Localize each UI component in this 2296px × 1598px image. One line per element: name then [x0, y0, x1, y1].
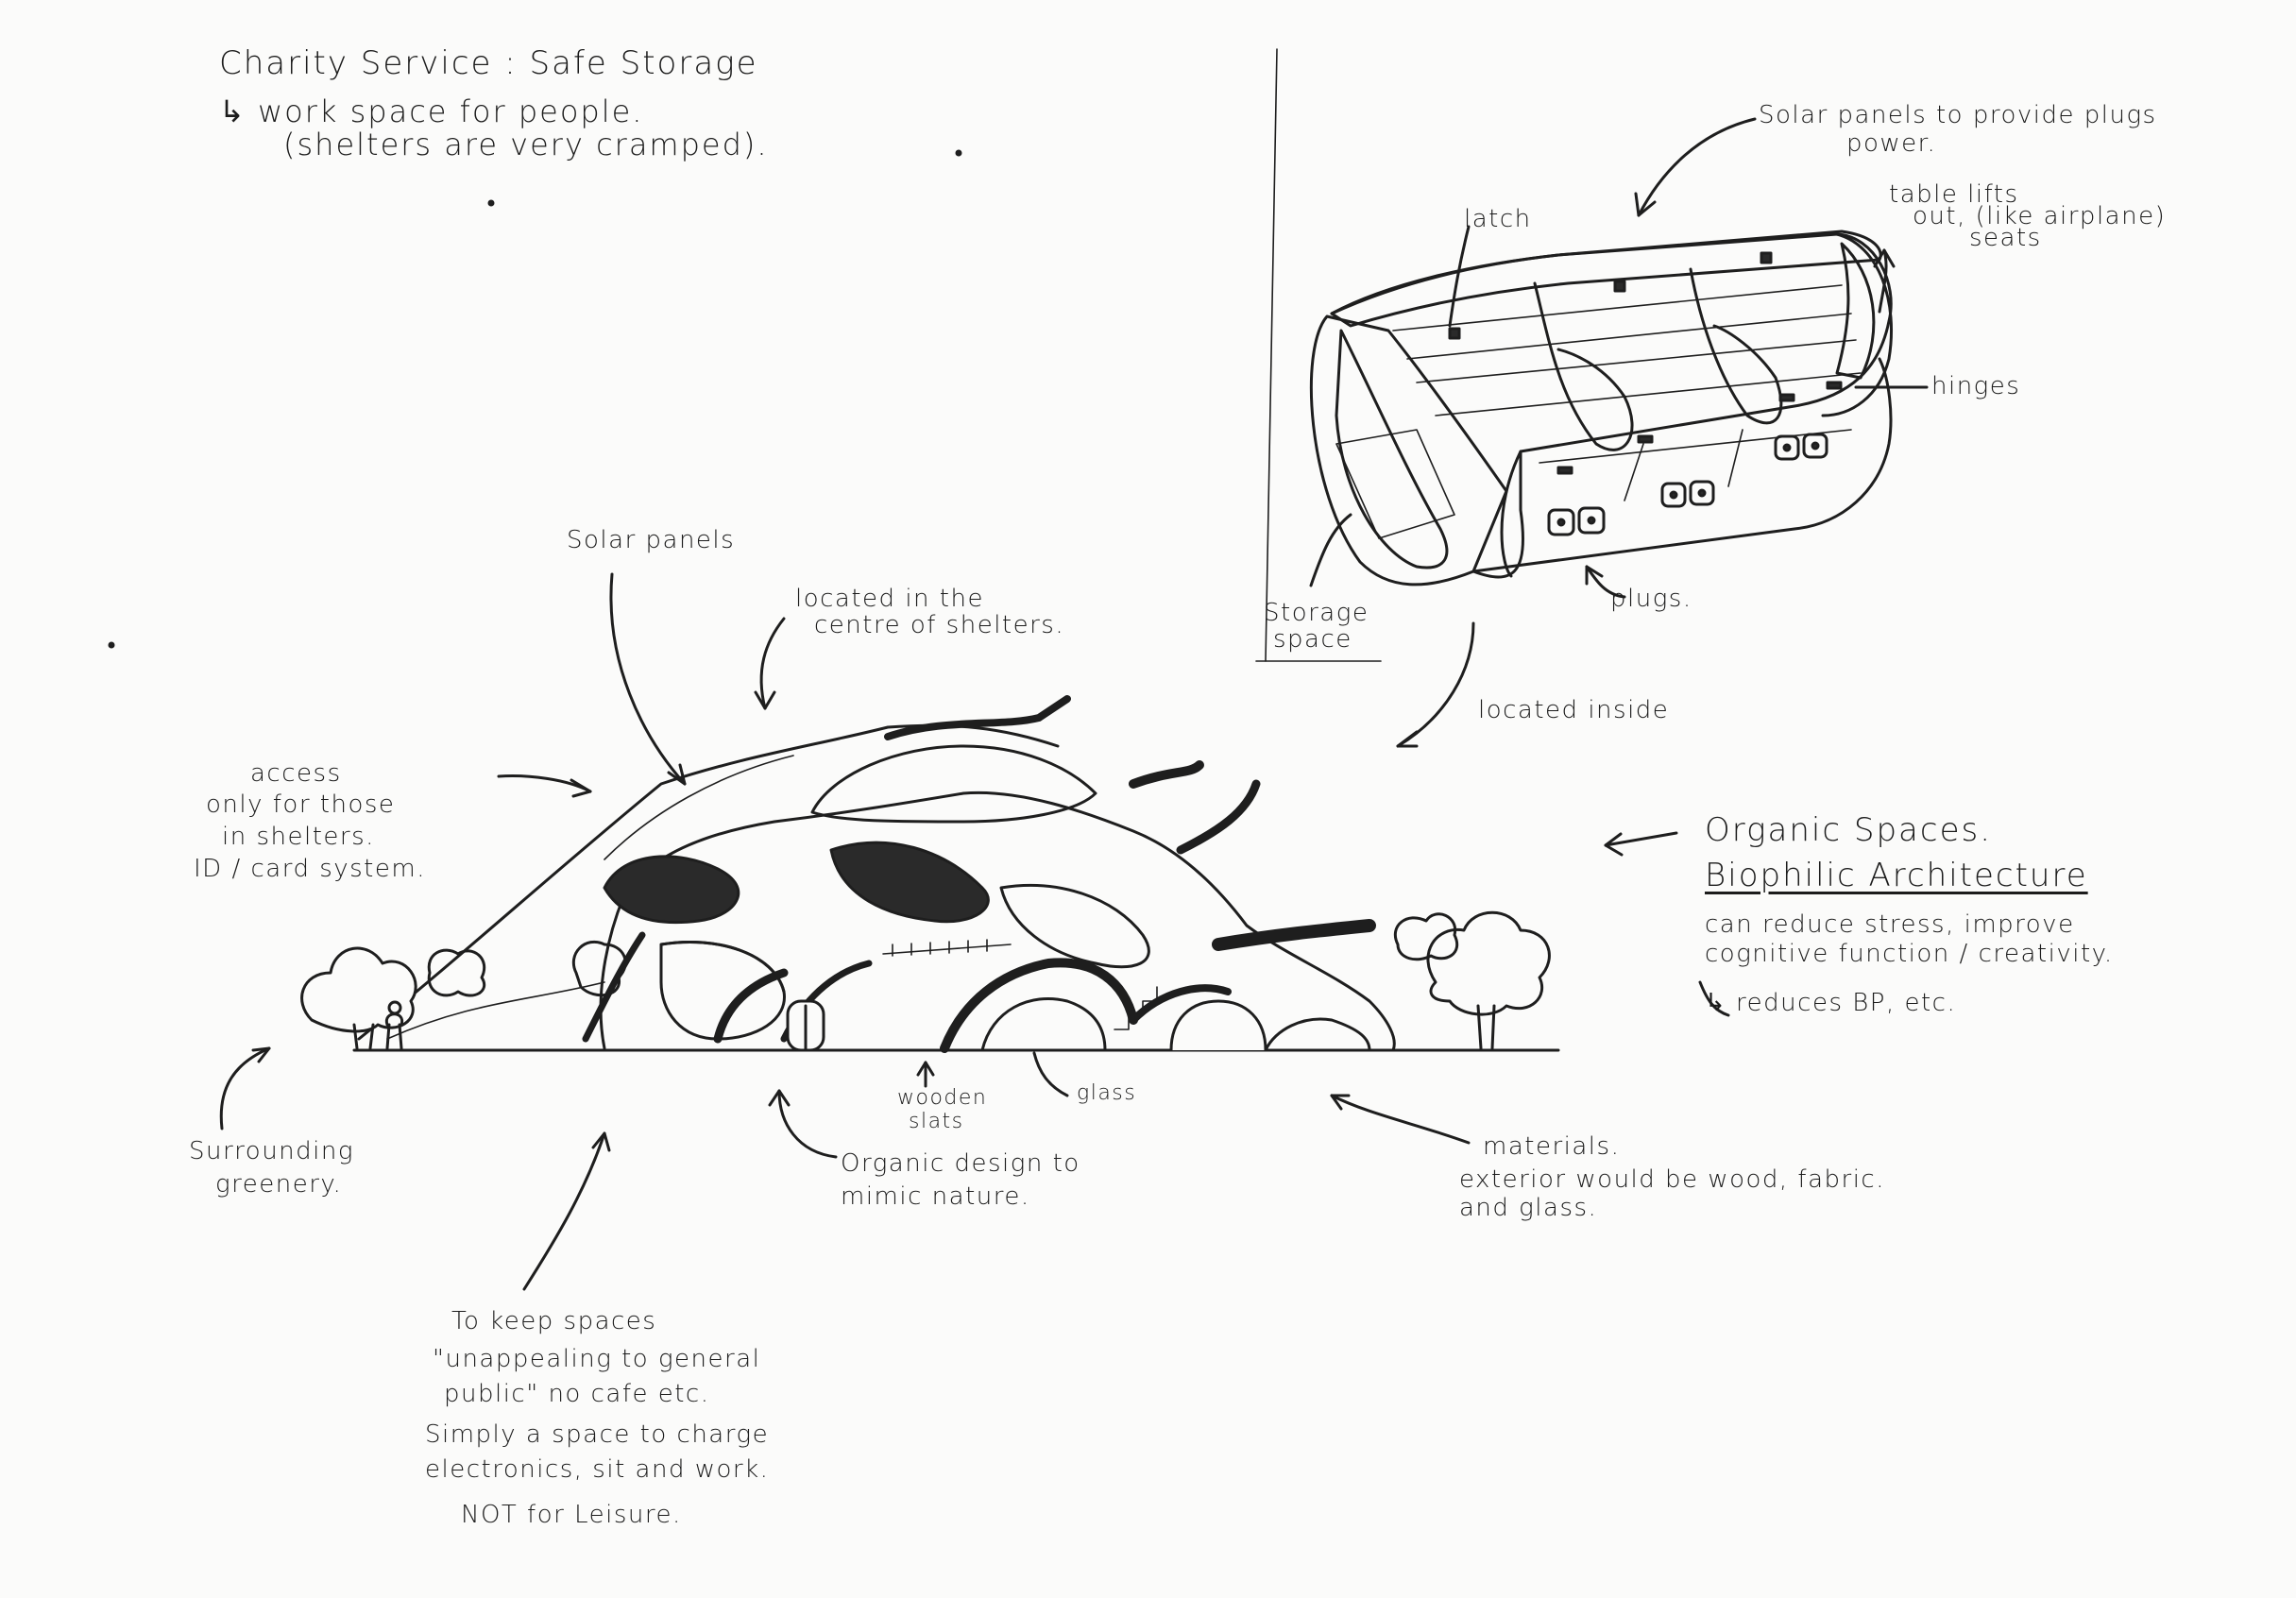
footer-not-leisure: NOT for Leisure.	[461, 1502, 682, 1530]
label-cognitive: cognitive function / creativity.	[1705, 941, 2114, 969]
label-exterior: exterior would be wood, fabric.	[1459, 1166, 1885, 1195]
label-and-glass: and glass.	[1459, 1195, 1597, 1223]
label-storage: Storage	[1264, 600, 1369, 628]
label-table-seats: seats	[1969, 225, 2042, 253]
plug-sockets	[1549, 434, 1827, 535]
label-solar-power: power.	[1846, 130, 1936, 159]
label-hinges: hinges	[1931, 373, 2020, 401]
label-glass: glass	[1077, 1081, 1136, 1105]
label-access-only: only for those	[206, 791, 395, 820]
label-centre-shelters: centre of shelters.	[814, 612, 1064, 640]
label-slats: slats	[909, 1110, 964, 1133]
label-solar-panels-plugs: Solar panels to provide plugs	[1759, 102, 2157, 130]
footer-public: public" no cafe etc.	[444, 1381, 710, 1409]
arrow-organic	[1606, 833, 1676, 845]
label-mimic-nature: mimic nature.	[841, 1183, 1030, 1212]
footer-keep-spaces: To keep spaces	[451, 1308, 656, 1336]
label-access-id: ID / card system.	[194, 856, 426, 884]
label-access-shelters: in shelters.	[222, 824, 375, 852]
label-located-centre: located in the	[795, 586, 984, 614]
label-organic-spaces: Organic Spaces.	[1705, 812, 1992, 849]
title-note-workspace: ↳ work space for people.	[219, 94, 643, 129]
footer-unappealing: "unappealing to general	[433, 1346, 760, 1374]
label-latch: latch	[1464, 206, 1532, 234]
label-organic-design: Organic design to	[841, 1150, 1080, 1179]
label-reduces-bp: ↳ reduces BP, etc.	[1705, 990, 1956, 1018]
arrow-greenery	[221, 1048, 269, 1129]
arrow-solar	[611, 574, 685, 784]
label-access: access	[250, 760, 342, 789]
arrow-organic-design	[779, 1091, 836, 1157]
label-solar-panels: Solar panels	[567, 527, 735, 555]
arrow-glass	[1034, 1053, 1067, 1096]
arrow-materials	[1332, 1096, 1469, 1143]
label-reduce-stress: can reduce stress, improve	[1705, 911, 2075, 940]
label-surrounding: Surrounding	[189, 1138, 354, 1166]
label-located-inside: located inside	[1478, 697, 1669, 725]
label-biophilic: Biophilic Architecture	[1705, 858, 2088, 894]
storage-unit-drawing	[1311, 119, 1927, 746]
label-wooden: wooden	[897, 1086, 987, 1110]
label-storage-space: space	[1273, 626, 1352, 654]
building-drawing	[302, 699, 1558, 1050]
divider-vertical	[1266, 49, 1277, 661]
footer-simply: Simply a space to charge	[425, 1421, 769, 1450]
label-plugs: plugs.	[1610, 586, 1692, 614]
page-title: Charity Service : Safe Storage	[219, 45, 758, 82]
label-greenery: greenery.	[215, 1171, 342, 1199]
label-materials: materials.	[1483, 1133, 1620, 1162]
arrow-footer	[524, 1133, 604, 1289]
title-note-shelters: (shelters are very cramped).	[283, 128, 769, 162]
footer-electronics: electronics, sit and work.	[425, 1456, 769, 1485]
